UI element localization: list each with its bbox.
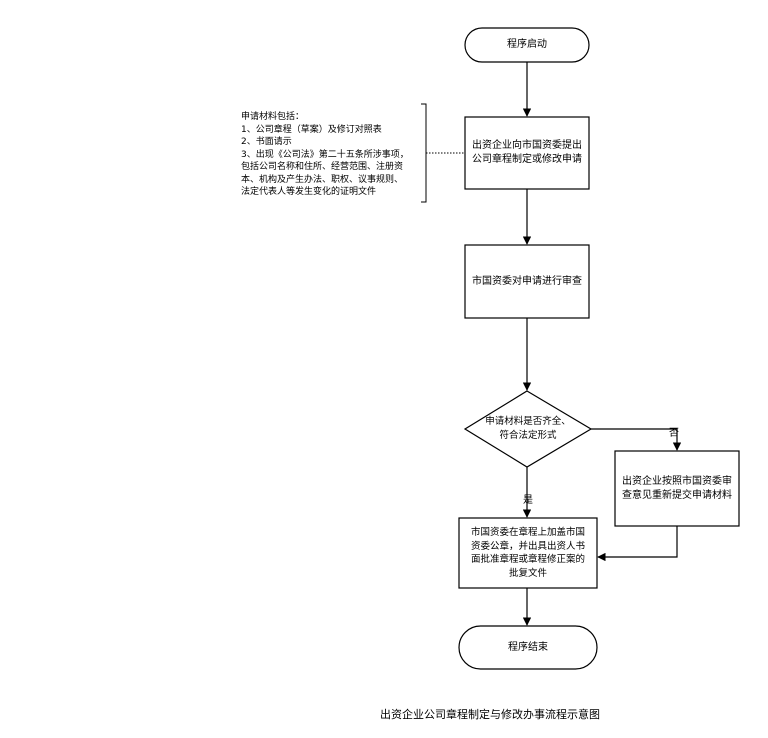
materials-note: 申请材料包括： 1、公司章程（草案）及修订对照表 2、书面请示 3、出现《公司法… (241, 112, 409, 197)
approve-process-box (458, 517, 598, 589)
figure-caption: 出资企业公司章程制定与修改办事流程示意图 (380, 708, 600, 721)
end-terminator (458, 625, 598, 670)
review-process-box (464, 244, 590, 319)
resubmit-label: 出资企业按照市国资委审 查意见重新提交申请材料 (622, 475, 732, 501)
review-label: 市国资委对申请进行审查 (472, 275, 582, 287)
submit-process-box (464, 116, 590, 190)
resubmit-process-box (614, 450, 740, 527)
edge-label-yes: 是 (523, 495, 533, 506)
edge-resubmit-to-approve (597, 526, 678, 562)
decision-label: 申请材料是否齐全、 符合法定形式 (485, 416, 571, 441)
start-label: 程序启动 (507, 39, 547, 50)
edge-decision-no-to-resubmit (591, 428, 682, 451)
approve-label: 市国资委在章程上加盖市国 资委公章，并出具出资人书 面批准章程或章程修正案的 批… (470, 527, 585, 579)
end-label: 程序结束 (508, 641, 548, 653)
submit-label: 出资企业向市国资委提出 公司章程制定或修改申请 (472, 140, 582, 165)
edge-label-no: 否 (669, 428, 679, 439)
